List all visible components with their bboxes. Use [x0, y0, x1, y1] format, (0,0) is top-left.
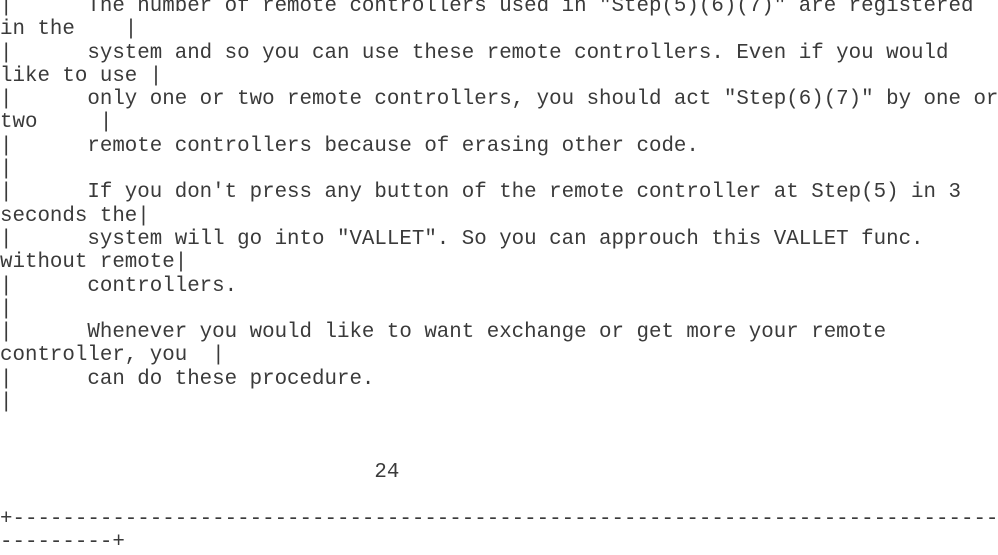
- page-text-content: | The number of remote controllers used …: [0, 0, 998, 554]
- document-page: | The number of remote controllers used …: [0, 0, 998, 555]
